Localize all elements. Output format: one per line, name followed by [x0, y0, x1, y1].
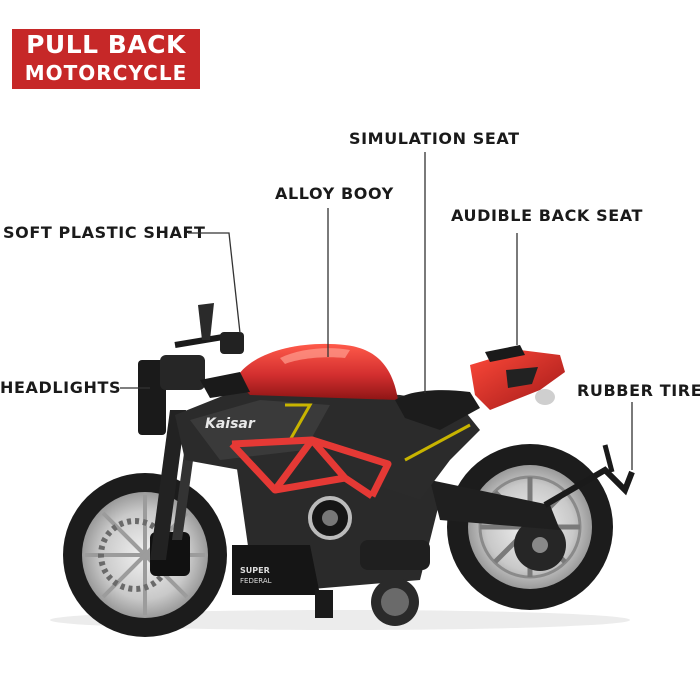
fuel-tank [235, 343, 398, 400]
label-audible-back-seat: AUDIBLE BACK SEAT [451, 206, 644, 225]
headlight-assembly [138, 355, 250, 435]
badge-line-2: MOTORCYCLE [24, 61, 188, 85]
display-stand: SUPER FEDERAL [232, 545, 419, 626]
rear-fender [543, 444, 635, 508]
trellis-frame [229, 436, 392, 499]
front-wheel [63, 473, 227, 637]
stand-text-2: FEDERAL [240, 577, 272, 585]
label-alloy-body: ALLOY BOOY [275, 184, 394, 203]
handlebars [174, 303, 244, 354]
label-simulation-seat: SIMULATION SEAT [349, 129, 520, 148]
label-soft-plastic-shaft: SOFT PLASTIC SHAFT [3, 223, 206, 242]
badge-line-1: PULL BACK [26, 30, 186, 59]
tank-highlight [280, 348, 350, 364]
tail-section [470, 345, 565, 410]
seat [395, 390, 480, 430]
title-badge: PULL BACK MOTORCYCLE [12, 29, 200, 89]
swingarm [430, 480, 560, 530]
stand-text-1: SUPER [240, 566, 270, 575]
label-headlights: HEADLIGHTS [0, 378, 122, 397]
brand-decal: Kaisar [205, 416, 256, 432]
leader-soft-plastic-shaft [188, 232, 241, 334]
